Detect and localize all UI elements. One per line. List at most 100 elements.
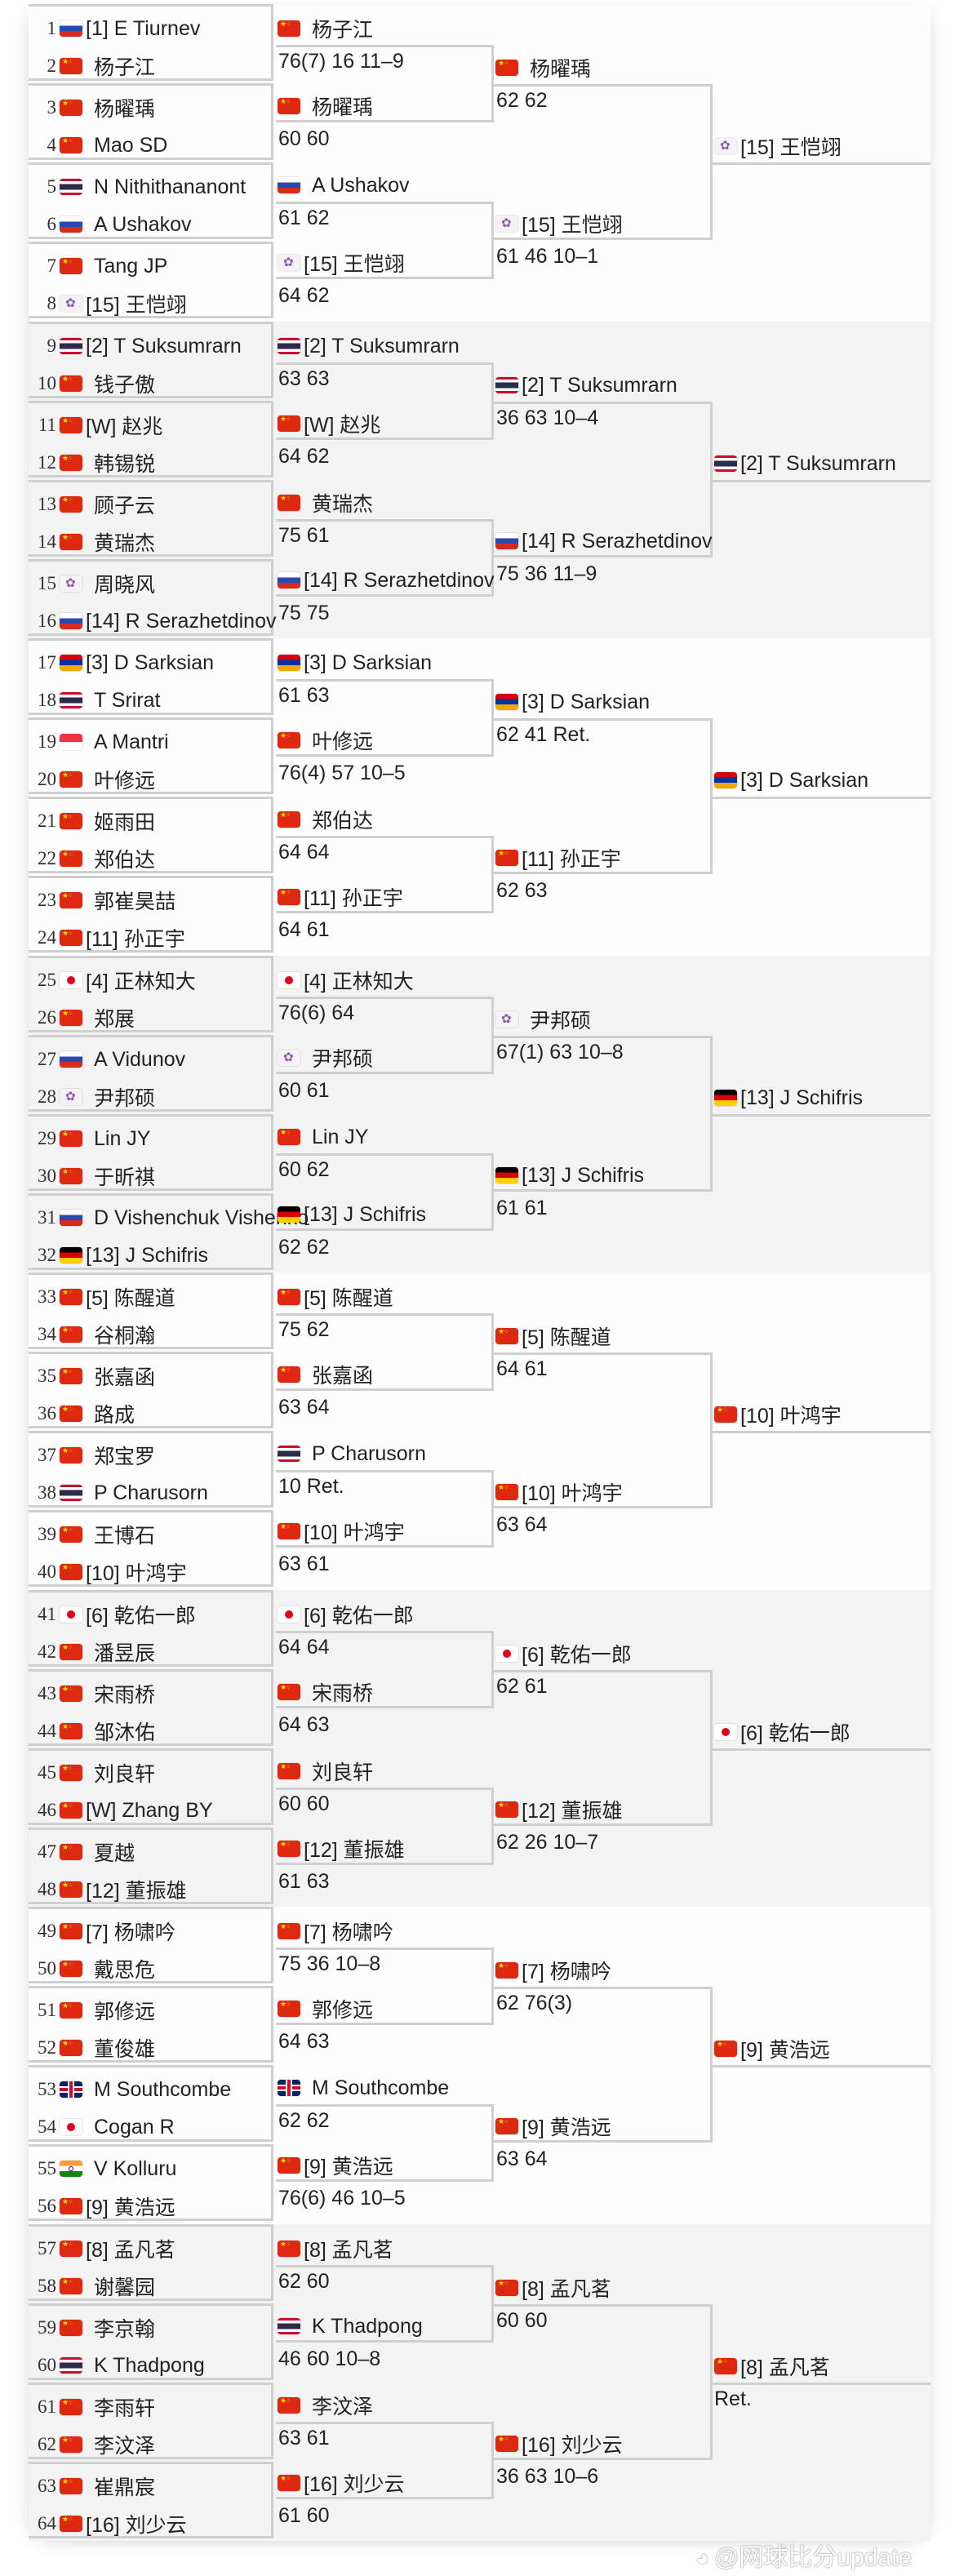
player-name[interactable]: [11] 孙正宇 — [86, 928, 185, 951]
player-name[interactable]: 钱子傲 — [94, 374, 156, 397]
player-name[interactable]: [6] 乾佑一郎 — [522, 1644, 632, 1667]
round3-winner[interactable]: [7] 杨啸吟 — [495, 1956, 611, 1985]
round3-winner[interactable]: [16] 刘少云 — [495, 2429, 623, 2458]
player-name[interactable]: 郑展 — [94, 1008, 135, 1031]
player-name[interactable]: [W] 赵兆 — [304, 414, 381, 437]
player-name[interactable]: [9] 黄浩远 — [740, 2039, 830, 2062]
draw-entry[interactable]: 41[6] 乾佑一郎 — [29, 1598, 355, 1631]
player-name[interactable]: [13] J Schifris — [522, 1163, 645, 1187]
player-name[interactable]: 张嘉函 — [312, 1365, 374, 1388]
player-name[interactable]: 郭修远 — [94, 2001, 156, 2023]
section-winner[interactable]: [10] 叶鸿宇 — [714, 1400, 842, 1429]
player-name[interactable]: [4] 正林知大 — [86, 970, 196, 993]
round3-winner[interactable]: [12] 董振雄 — [495, 1795, 623, 1824]
draw-entry[interactable]: 21姬雨田 — [29, 805, 355, 837]
player-name[interactable]: [13] J Schifris — [740, 1086, 864, 1109]
round2-winner[interactable]: 杨曜瑀 — [278, 91, 373, 121]
draw-entry[interactable]: 59李京翰 — [29, 2312, 355, 2344]
draw-entry[interactable]: 63崔鼎宸 — [29, 2470, 355, 2503]
draw-entry[interactable]: 32[13] J Schifris — [29, 1239, 355, 1272]
round2-winner[interactable]: P Charusorn — [278, 1439, 426, 1468]
section-winner[interactable]: [9] 黄浩远 — [714, 2034, 830, 2063]
draw-entry[interactable]: 36路成 — [29, 1397, 355, 1430]
player-name[interactable]: 王博石 — [94, 1525, 156, 1548]
player-name[interactable]: 李雨轩 — [94, 2397, 156, 2420]
draw-entry[interactable]: 2杨子江 — [29, 50, 355, 82]
draw-entry[interactable]: 16[14] R Serazhetdinov — [29, 605, 355, 637]
draw-entry[interactable]: 23郭崔昊喆 — [29, 884, 355, 917]
player-name[interactable]: [13] J Schifris — [304, 1202, 427, 1226]
draw-entry[interactable]: 14黄瑞杰 — [29, 526, 355, 558]
draw-entry[interactable]: 26郑展 — [29, 1002, 355, 1034]
draw-entry[interactable]: 30于昕祺 — [29, 1160, 355, 1193]
round2-winner[interactable]: 尹邦硕 — [278, 1043, 373, 1073]
player-name[interactable]: 郭修远 — [312, 1999, 374, 2022]
round2-winner[interactable]: [11] 孙正宇 — [278, 882, 403, 912]
draw-entry[interactable]: 56[9] 黄浩远 — [29, 2190, 355, 2223]
player-name[interactable]: 尹邦硕 — [530, 1010, 592, 1033]
round2-winner[interactable]: 刘良轩 — [278, 1757, 373, 1786]
player-name[interactable]: [9] 黄浩远 — [86, 2196, 175, 2219]
player-name[interactable]: 叶修远 — [94, 770, 156, 793]
player-name[interactable]: [3] D Sarksian — [304, 651, 433, 674]
draw-entry[interactable]: 3杨曜瑀 — [29, 91, 355, 124]
round3-winner[interactable]: [10] 叶鸿宇 — [495, 1477, 623, 1507]
player-name[interactable]: 姬雨田 — [94, 811, 156, 834]
player-name[interactable]: 崔鼎宸 — [94, 2476, 156, 2499]
player-name[interactable]: P Charusorn — [312, 1441, 426, 1465]
draw-entry[interactable]: 24[11] 孙正宇 — [29, 922, 355, 954]
draw-entry[interactable]: 9[2] T Suksumrarn — [29, 330, 355, 362]
player-name[interactable]: [2] T Suksumrarn — [740, 451, 896, 475]
round3-winner[interactable]: [2] T Suksumrarn — [495, 371, 677, 400]
draw-entry[interactable]: 1[1] E Tiurnev — [29, 12, 355, 45]
player-name[interactable]: 郑伯达 — [312, 810, 374, 833]
player-name[interactable]: N Nithithananont — [94, 175, 247, 198]
player-name[interactable]: 郭崔昊喆 — [94, 890, 176, 913]
player-name[interactable]: 邹沐佑 — [94, 1721, 156, 1744]
player-name[interactable]: [3] D Sarksian — [522, 690, 651, 713]
player-name[interactable]: Mao SD — [94, 133, 168, 157]
round2-winner[interactable]: [13] J Schifris — [278, 1200, 426, 1229]
round2-winner[interactable]: [6] 乾佑一郎 — [278, 1600, 414, 1629]
draw-entry[interactable]: 37郑宝罗 — [29, 1439, 355, 1472]
section-winner[interactable]: [3] D Sarksian — [714, 766, 868, 795]
player-name[interactable]: 郑宝罗 — [94, 1446, 156, 1468]
draw-entry[interactable]: 34谷桐瀚 — [29, 1318, 355, 1351]
section-winner[interactable]: [6] 乾佑一郎 — [714, 1717, 851, 1747]
round3-winner[interactable]: [8] 孟凡茗 — [495, 2273, 611, 2303]
player-name[interactable]: 杨曜瑀 — [530, 58, 592, 81]
section-winner[interactable]: [2] T Suksumrarn — [714, 449, 896, 478]
draw-entry[interactable]: 51郭修远 — [29, 1994, 355, 2027]
player-name[interactable]: 潘昱辰 — [94, 1642, 156, 1665]
player-name[interactable]: [9] 黄浩远 — [522, 2116, 611, 2139]
player-name[interactable]: K Thadpong — [94, 2353, 205, 2377]
round2-winner[interactable]: 叶修远 — [278, 726, 373, 755]
player-name[interactable]: 尹邦硕 — [94, 1087, 156, 1110]
player-name[interactable]: 叶修远 — [312, 731, 374, 753]
draw-entry[interactable]: 50戴思危 — [29, 1952, 355, 1985]
player-name[interactable]: 杨子江 — [312, 19, 374, 42]
player-name[interactable]: 杨子江 — [94, 56, 156, 79]
player-name[interactable]: Tang JP — [94, 254, 168, 278]
round2-winner[interactable]: K Thadpong — [278, 2312, 423, 2341]
player-name[interactable]: 黄瑞杰 — [312, 493, 374, 516]
draw-entry[interactable]: 46[W] Zhang BY — [29, 1794, 355, 1827]
player-name[interactable]: 韩锡锐 — [94, 453, 156, 476]
draw-entry[interactable]: 4Mao SD — [29, 129, 355, 162]
player-name[interactable]: [14] R Serazhetdinov — [522, 529, 713, 553]
player-name[interactable]: 路成 — [94, 1404, 135, 1427]
player-name[interactable]: [W] 赵兆 — [86, 415, 163, 438]
round2-winner[interactable]: [2] T Suksumrarn — [278, 331, 460, 361]
player-name[interactable]: 董俊雄 — [94, 2038, 156, 2061]
draw-entry[interactable]: 47夏越 — [29, 1836, 355, 1868]
round2-winner[interactable]: [16] 刘少云 — [278, 2468, 405, 2498]
draw-entry[interactable]: 49[7] 杨啸吟 — [29, 1915, 355, 1948]
round2-winner[interactable]: Lin JY — [278, 1122, 368, 1152]
round2-winner[interactable]: [8] 孟凡茗 — [278, 2234, 393, 2263]
player-name[interactable]: [11] 孙正宇 — [522, 848, 621, 871]
